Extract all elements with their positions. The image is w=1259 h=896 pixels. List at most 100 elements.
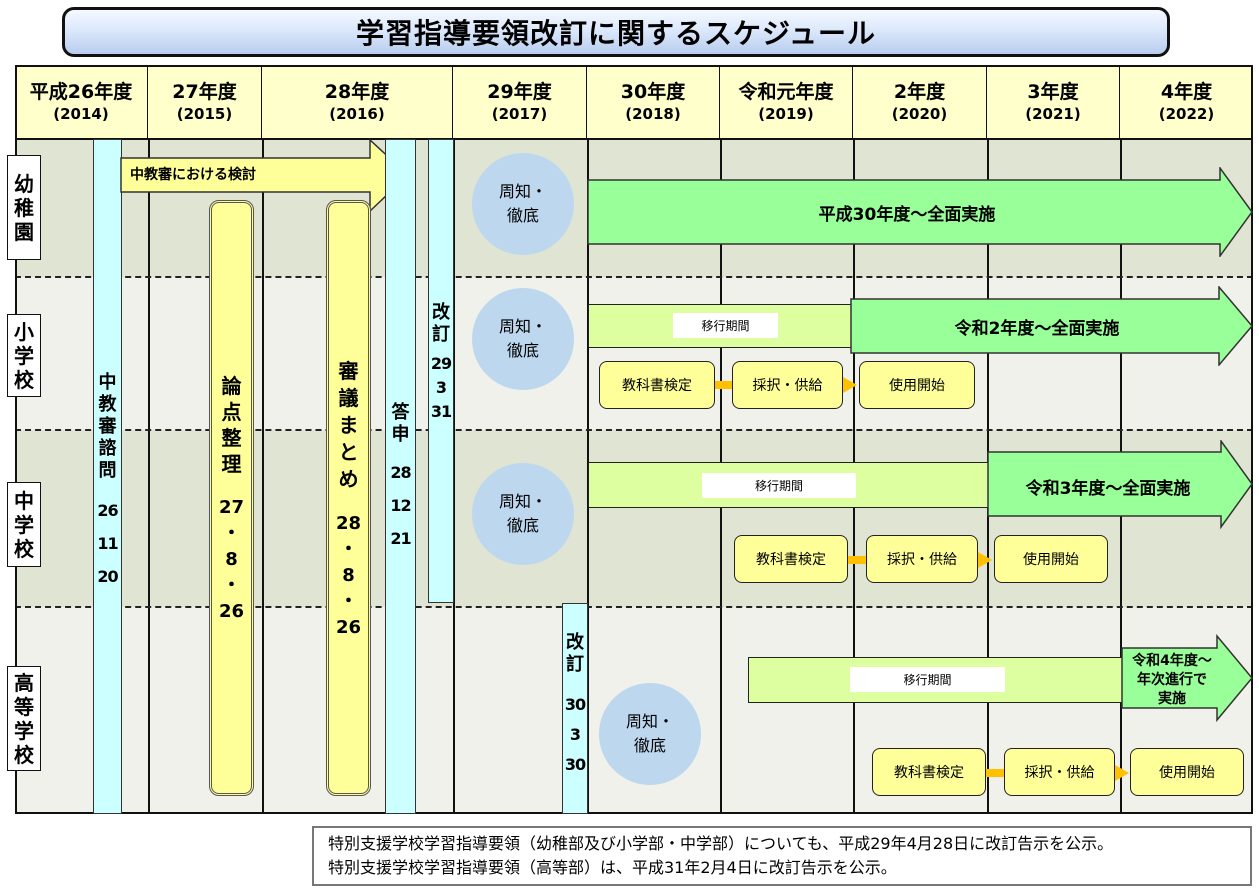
row-label-char: 稚: [14, 195, 34, 220]
step-connector: [848, 556, 866, 564]
step-connector: [986, 769, 1004, 777]
char: 3: [435, 378, 447, 397]
char: 論: [221, 374, 242, 398]
year-western: (2019): [758, 104, 814, 123]
year-header: 3年度 (2021): [987, 65, 1120, 140]
year-label: 4年度: [1160, 80, 1213, 103]
year-label: 28年度: [324, 80, 390, 103]
schedule-grid-border: [15, 65, 1253, 814]
step-connector: [715, 381, 733, 389]
high-school-implementation-arrow: [1121, 634, 1253, 723]
elementary-implementation-label: 令和2年度～全面実施: [954, 318, 1120, 339]
char: 審: [338, 359, 359, 383]
event-date: 26 11 20: [97, 494, 118, 593]
junior-high-step-adoption-supply: 採択・供給: [866, 535, 978, 583]
junior-high-implementation-arrow: [987, 440, 1253, 530]
year-label: 29年度: [487, 80, 552, 103]
char: ・: [222, 523, 241, 544]
grid-line: [720, 65, 722, 814]
char: 訂: [432, 324, 450, 345]
year-label: 令和元年度: [738, 80, 834, 103]
junior-high-transition-label: 移行期間: [702, 473, 856, 498]
junior-high-step-textbook-screening: 教科書検定: [734, 535, 848, 583]
event-deliberation-summary-pill: 審 議 ま と め 28 ・ 8 ・ 26: [326, 200, 371, 796]
row-label-high-school: 高 等 学 校: [7, 666, 41, 771]
year-header: 27年度 (2015): [148, 65, 262, 140]
char: 中: [98, 372, 117, 393]
event-title: 論 点 整 理: [222, 373, 242, 477]
char: 改: [566, 632, 584, 653]
year-western: (2015): [176, 104, 233, 123]
elementary-step-start-use: 使用開始: [859, 361, 975, 409]
high-school-step-start-use: 使用開始: [1130, 748, 1244, 796]
high-school-step-textbook-screening: 教科書検定: [872, 748, 986, 796]
row-label-char: 中: [14, 488, 34, 513]
event-consultation-bar: 中 教 審 諮 問 26 11 20: [93, 139, 122, 814]
row-label-char: 小: [14, 319, 34, 344]
dissemination-circle: 周知・徹底: [472, 288, 574, 390]
circle-label: 周知・徹底: [498, 317, 547, 360]
year-header: 令和元年度 (2019): [720, 65, 853, 140]
char: 申: [391, 424, 410, 445]
kindergarten-implementation-arrow: [587, 167, 1253, 257]
grid-line: [1120, 65, 1122, 814]
char: 改: [432, 302, 450, 323]
circle-label: 周知・徹底: [498, 492, 547, 535]
char: 12: [390, 496, 411, 515]
grid-line: [148, 65, 150, 814]
step-arrow-icon: [978, 552, 992, 568]
char: 議: [338, 386, 359, 410]
char: ・: [222, 575, 241, 596]
row-label-char: 校: [14, 367, 34, 392]
char: 審: [98, 416, 117, 437]
char: ・: [339, 591, 358, 612]
elementary-step-textbook-screening: 教科書検定: [599, 361, 715, 409]
year-western: (2021): [1025, 104, 1081, 123]
year-label: 27年度: [172, 80, 237, 103]
row-separator: [15, 429, 1253, 431]
row-separator: [15, 606, 1253, 608]
year-label: 平成26年度: [29, 80, 133, 103]
year-header: 28年度 (2016): [262, 65, 453, 140]
event-issues-summary-pill: 論 点 整 理 27 ・ 8 ・ 26: [209, 200, 254, 796]
char: ・: [339, 539, 358, 560]
char: ま: [338, 413, 359, 437]
year-western: (2020): [891, 104, 948, 123]
row-separator: [15, 276, 1253, 278]
year-western: (2016): [329, 104, 385, 123]
step-arrow-icon: [843, 377, 857, 393]
label-line: 年次進行で: [1137, 671, 1207, 688]
event-title: 審 議 ま と め: [339, 358, 359, 493]
year-header: 30年度 (2018): [587, 65, 720, 140]
char: 答: [391, 402, 410, 423]
char: 28: [335, 513, 362, 534]
event-revision-bar-1: 改 訂 29 3 31: [428, 139, 454, 603]
char: 諮: [98, 438, 117, 459]
year-western: (2022): [1158, 104, 1215, 123]
char: 整: [221, 426, 242, 450]
year-western: (2017): [491, 104, 548, 123]
page-title: 学習指導要領改訂に関するスケジュール: [62, 7, 1170, 57]
row-label-char: 校: [14, 742, 34, 767]
junior-high-step-start-use: 使用開始: [994, 535, 1108, 583]
year-header: 4年度 (2022): [1120, 65, 1253, 140]
char: と: [338, 440, 359, 464]
row-label-char: 学: [14, 343, 34, 368]
event-date: 27 ・ 8 ・ 26: [219, 495, 244, 625]
circle-label: 周知・徹底: [625, 712, 674, 755]
event-title: 中 教 審 諮 問: [99, 372, 117, 482]
high-school-implementation-label: 令和4年度～ 年次進行で 実施: [1122, 649, 1222, 711]
row-label-char: 等: [14, 694, 34, 719]
year-header: 平成26年度 (2014): [15, 65, 148, 140]
event-date: 28 12 21: [390, 456, 411, 555]
deliberation-arrow-label: 中教審における検討: [130, 167, 256, 183]
footer-line: 特別支援学校学習指導要領（幼稚部及び小学部・中学部）についても、平成29年4月2…: [328, 834, 1114, 853]
elementary-implementation-arrow: [850, 286, 1253, 366]
char: 訂: [566, 654, 584, 675]
event-date: 30 3 30: [565, 690, 586, 780]
event-title: 改 訂: [566, 632, 584, 676]
event-title: 改 訂: [432, 302, 450, 346]
footer-note: 特別支援学校学習指導要領（幼稚部及び小学部・中学部）についても、平成29年4月2…: [312, 826, 1252, 886]
dissemination-circle: 周知・徹底: [472, 463, 574, 565]
char: 8: [342, 565, 355, 586]
